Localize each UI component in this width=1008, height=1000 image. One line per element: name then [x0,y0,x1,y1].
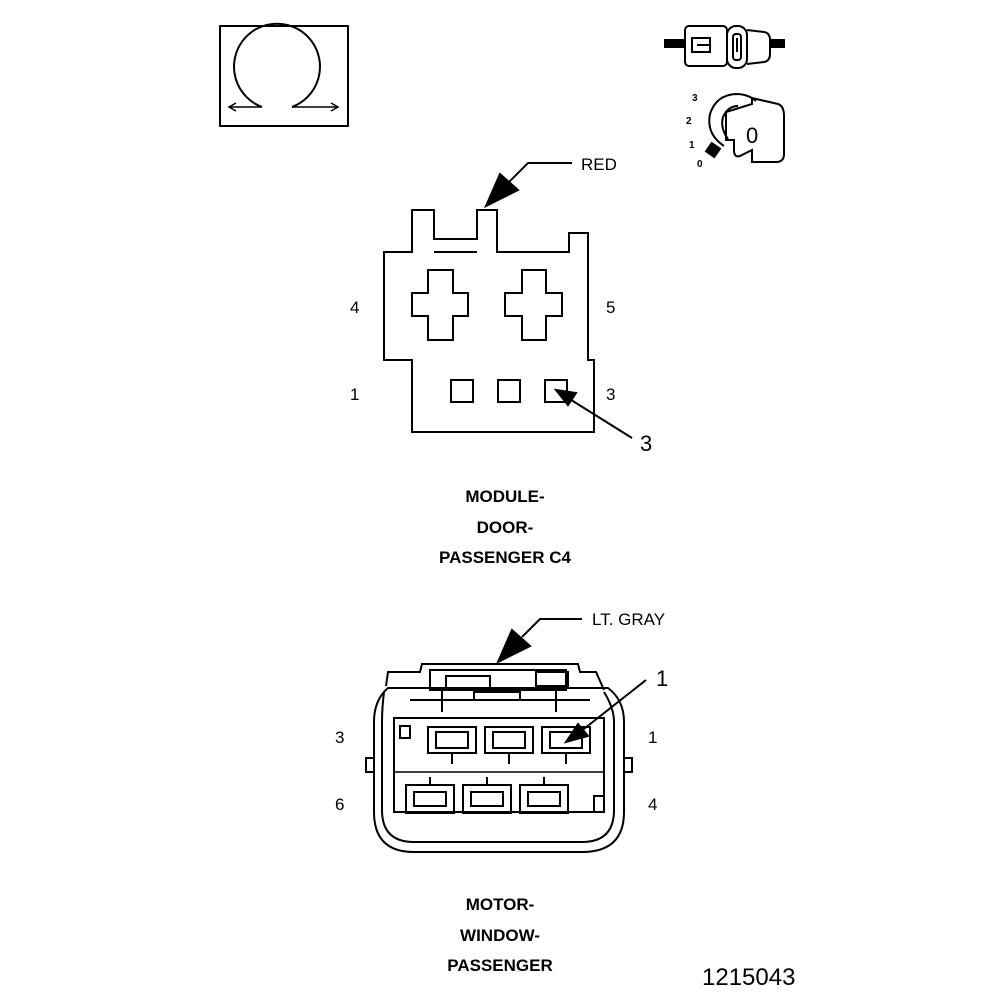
bottom-callout-number: 1 [656,666,668,691]
connector-disconnect-icon [664,25,785,69]
bottom-pin-label-4: 4 [648,795,657,814]
lt-gray-wire-leader [495,618,582,665]
key-position-3: 3 [692,93,698,104]
resistance-icon [219,22,349,127]
top-wire-color-label: RED [581,155,617,174]
terminal-4-5-right [504,269,563,341]
top-caption-line-2: DOOR- [477,518,534,537]
callout-1-arrow [563,679,647,744]
bottom-pin-label-1: 1 [648,728,657,747]
key-position-1: 1 [689,140,695,151]
module-door-passenger-c4-connector [383,209,595,433]
top-pin-label-5: 5 [606,298,615,317]
terminal-4-5-left [411,269,469,341]
bottom-pin-label-3: 3 [335,728,344,747]
top-pin-label-4: 4 [350,298,359,317]
callout-3-arrow [553,388,633,439]
top-caption-line-3: PASSENGER C4 [439,548,571,567]
bottom-pin-label-6: 6 [335,795,344,814]
top-pin-label-1: 1 [350,385,359,404]
figure-number: 1215043 [702,964,795,991]
top-caption-line-1: MODULE- [465,487,544,506]
top-pin-label-3: 3 [606,385,615,404]
ignition-key-icon [704,92,785,163]
bottom-caption-line-3: PASSENGER [447,956,553,975]
bottom-caption-line-2: WINDOW- [460,926,540,945]
key-face-label: 0 [746,123,758,148]
motor-window-passenger-connector [365,663,633,853]
bottom-wire-color-label: LT. GRAY [592,610,665,629]
top-callout-number: 3 [640,431,652,456]
red-wire-leader [483,162,572,209]
key-position-2: 2 [686,116,692,127]
bottom-caption-line-1: MOTOR- [466,895,535,914]
key-position-0: 0 [697,159,703,170]
